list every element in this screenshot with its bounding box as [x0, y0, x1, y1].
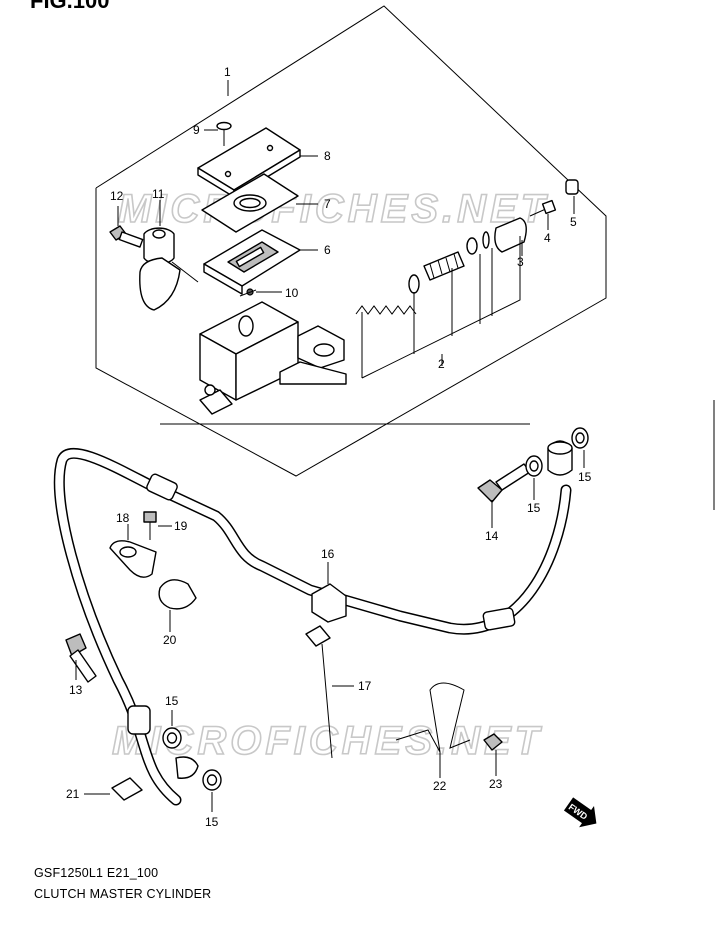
- union-bolt-14: [477, 463, 531, 503]
- cable-tie: [305, 625, 333, 759]
- callout-1: 1: [224, 65, 231, 79]
- diaphragm: [203, 229, 301, 295]
- callout-3: 3: [517, 255, 524, 269]
- holder-bolt: [109, 225, 144, 248]
- callout-10: 10: [285, 286, 299, 300]
- gasket-washers: [162, 427, 589, 791]
- diaphragm-plate: [201, 173, 299, 233]
- bracket-bolt: [483, 733, 503, 751]
- union-bolt: [65, 633, 97, 683]
- hose-clip: [158, 579, 197, 610]
- callout-2: 2: [438, 357, 445, 371]
- callout-15d: 15: [205, 815, 219, 829]
- master-cylinder-body: [199, 301, 347, 415]
- clamp-holder: [139, 227, 199, 311]
- clutch-hose: [53, 440, 573, 806]
- piston-kit: [355, 199, 557, 315]
- clamp-bolt: [143, 511, 157, 540]
- model-code: GSF1250L1 E21_100: [34, 866, 159, 880]
- assembly-outline: [95, 5, 607, 477]
- callout-7: 7: [324, 197, 331, 211]
- callout-4: 4: [544, 231, 551, 245]
- hose-clamp: [311, 583, 347, 623]
- pushrod-nut: [565, 179, 579, 195]
- callout-18: 18: [116, 511, 130, 525]
- callout-8: 8: [324, 149, 331, 163]
- callout-20: 20: [163, 633, 177, 647]
- watermark-top: MICROFICHES.NET: [118, 187, 549, 231]
- callout-12: 12: [110, 189, 124, 203]
- callout-23: 23: [489, 777, 503, 791]
- leader-lines: [75, 80, 585, 812]
- callout-15c: 15: [165, 694, 179, 708]
- figure-title: FIG.100: [30, 0, 110, 13]
- diagram-title: CLUTCH MASTER CYLINDER: [34, 887, 212, 901]
- callout-19: 19: [174, 519, 188, 533]
- fwd-arrow-icon: FWD: [563, 797, 597, 828]
- callout-14: 14: [485, 529, 499, 543]
- callout-17: 17: [358, 679, 372, 693]
- hose-clip-21: [111, 777, 143, 801]
- callout-5: 5: [570, 215, 577, 229]
- small-screw: [239, 288, 257, 297]
- kit-bracket: [361, 236, 521, 379]
- callout-9: 9: [193, 123, 200, 137]
- cap-screw: [216, 121, 232, 146]
- hose-clamp-18: [109, 540, 157, 578]
- callout-22: 22: [433, 779, 447, 793]
- hose-bracket: [395, 682, 471, 753]
- callout-6: 6: [324, 243, 331, 257]
- callout-15b: 15: [527, 501, 541, 515]
- callout-16: 16: [321, 547, 335, 561]
- callout-11: 11: [152, 187, 165, 201]
- callout-13: 13: [69, 683, 83, 697]
- callout-21: 21: [66, 787, 80, 801]
- callout-15a: 15: [578, 470, 592, 484]
